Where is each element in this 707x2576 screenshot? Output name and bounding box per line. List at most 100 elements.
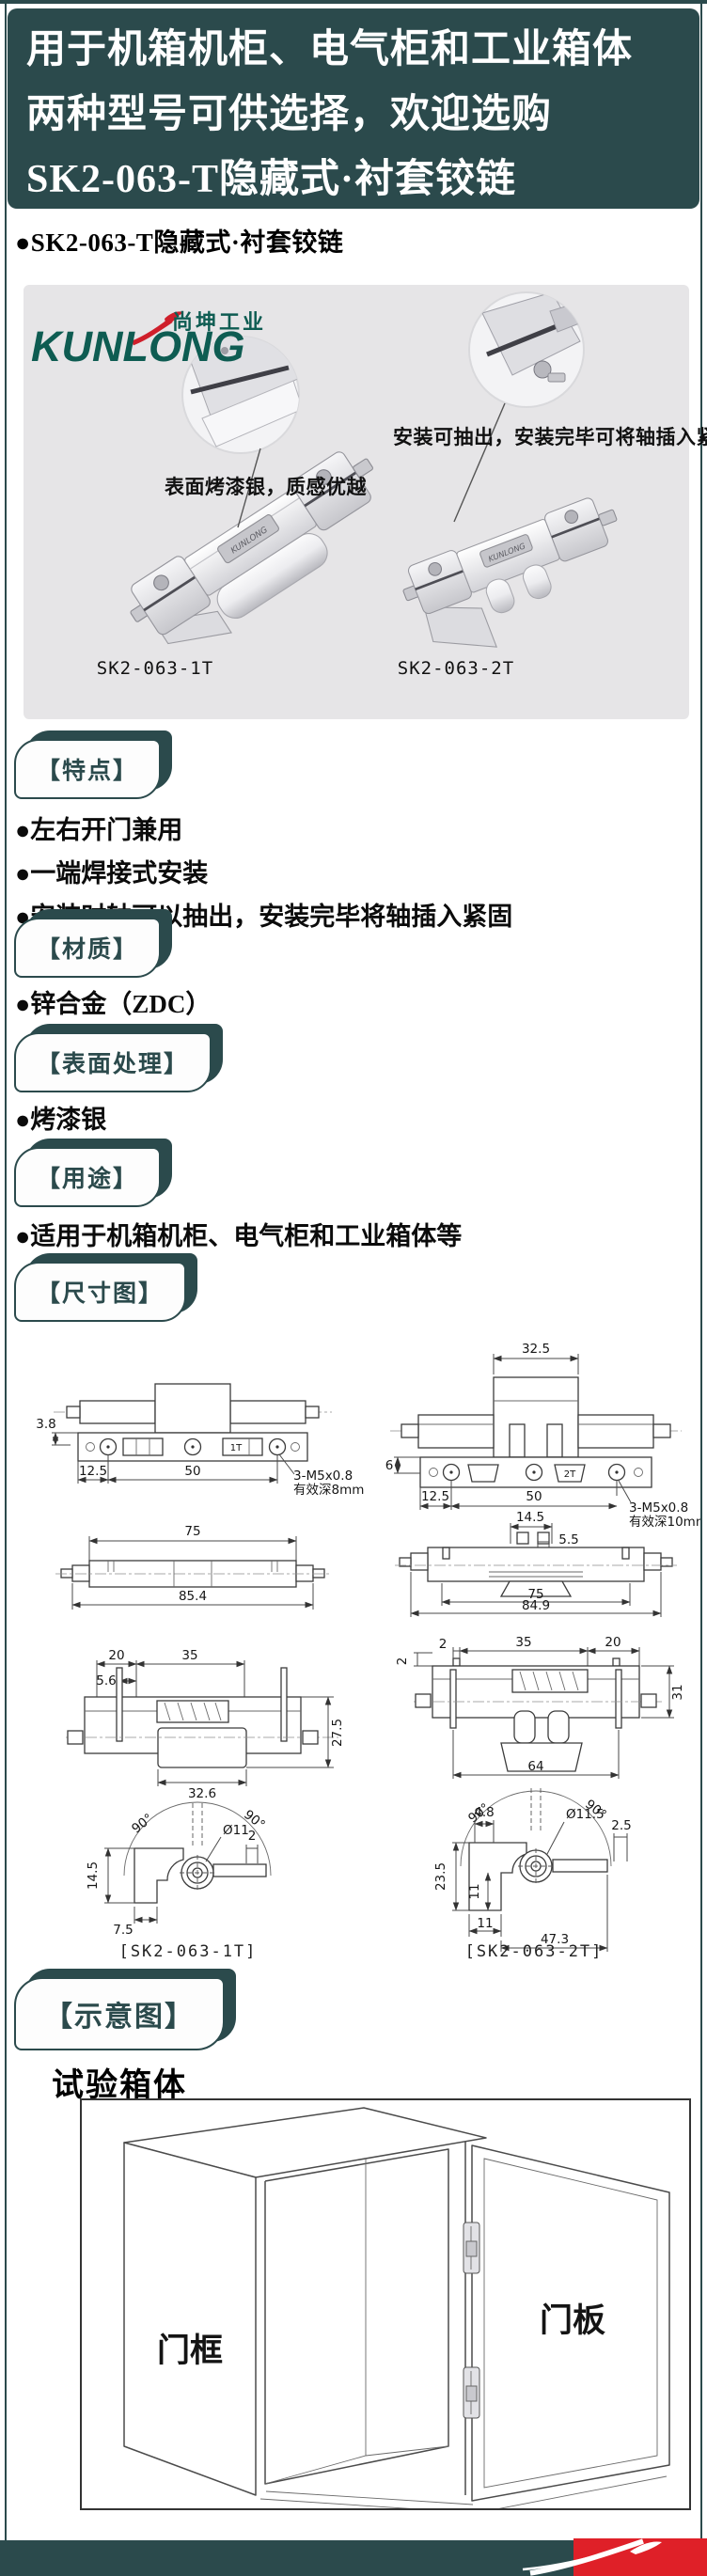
dimension-drawings: 1T 3.8 12.5 50 3-M5x0.8 有效深8mm 75 [36,1342,700,1961]
drawing-2t-side: 2 35 20 2 [395,1635,685,1779]
schematic-hinge-bottom [463,2366,480,2419]
dim-label: 32.6 [188,1786,216,1801]
dim-label: 12.5 [79,1464,107,1479]
dim-label: 31 [670,1684,685,1700]
list-item: ●左右开门兼用 [15,816,183,844]
dim-label: 6 [385,1458,394,1473]
features-list: ●左右开门兼用 ●一端焊接式安装 ●安装时轴可以抽出，安装完毕将轴插入紧固 [15,809,512,938]
dim-label: 84.9 [522,1598,550,1613]
badge-label: 【特点】 [14,739,162,799]
dim-label: 3.8 [36,1417,55,1432]
badge-label: 【材质】 [14,918,162,978]
dim-label: 35 [515,1635,531,1650]
dim-label: 50 [526,1489,542,1504]
schematic-hinge-top [463,2222,480,2274]
dim-label: 4.8 [474,1805,494,1820]
dim-label: 47.3 [541,1932,569,1947]
badge-dimensions: 【尺寸图】 [14,1253,198,1322]
list-item: ●烤漆银 [15,1106,107,1134]
drawing-1t-profile: 90° 90° Ø11 2 14.5 7.5 [SK2-063-1T] [86,1801,272,1961]
hinge-photo-2t: KUNLONG [402,497,618,648]
drawing-caption-1t: [SK2-063-1T] [119,1942,258,1961]
dim-label: 14.5 [86,1861,101,1890]
frame-label: 门框 [157,2333,223,2369]
dim-label: 12.5 [421,1489,449,1504]
drawing-2t-profile: 90° 90° 4.8 Ø11.5 2.5 23.5 11 [433,1788,632,1961]
title-banner: 用于机箱机柜、电气柜和工业箱体 两种型号可供选择，欢迎选购 SK2-063-T隐… [8,8,699,209]
badge-usage: 【用途】 [14,1139,173,1207]
dim-label: 3-M5x0.8 [293,1469,353,1484]
brand-swoosh-icon [132,311,183,346]
badge-material: 【材质】 [14,909,173,978]
usage-list: ●适用于机箱机柜、电气柜和工业箱体等 [15,1215,462,1258]
brand-logo: KUNLONG [31,322,245,370]
badge-features: 【特点】 [14,730,173,799]
surface-list: ●烤漆银 [15,1098,106,1141]
dim-label: Ø11 [223,1823,249,1838]
hinge-photo-1t: KUNLONG [130,451,373,645]
dim-label: 75 [527,1587,543,1602]
list-item: ●一端焊接式安装 [15,859,209,887]
page-border-right [700,0,702,2576]
dim-label: 14.5 [516,1510,544,1525]
dim-label: 5.5 [558,1532,578,1547]
page-border-top [0,0,707,4]
hinge-photo-illustration: KUNLONG KUNLONG [130,291,618,648]
callout-note: 安装可抽出，安装完毕可将轴插入紧固 [393,426,707,448]
dim-label: 90° [129,1811,156,1836]
magnifier-callout-right [453,291,585,523]
drawing-caption-2t: [SK2-063-2T] [465,1942,604,1961]
dim-label: 2 [395,1657,410,1666]
model-label-1t: SK2-063-1T [96,658,214,679]
drawing-1t-edge: 75 85.4 [55,1524,330,1610]
material-list: ●锌合金（ZDC） [15,982,211,1026]
badge-label: 【尺寸图】 [14,1262,187,1322]
model-label-2t: SK2-063-2T [397,658,515,679]
dim-label: 7.5 [113,1923,133,1938]
list-item: ●锌合金（ZDC） [15,990,212,1018]
schematic-title: 试验箱体 [52,2068,187,2103]
slot-tag: 2T [564,1469,576,1480]
dim-label: 20 [108,1648,124,1663]
banner-line-2: 两种型号可供选择，欢迎选购 [26,93,553,136]
surface-note: 表面烤漆银，质感优越 [165,476,367,498]
dim-label: 3-M5x0.8 [629,1500,688,1516]
dim-label: Ø11.5 [566,1807,605,1822]
banner-line-3: SK2-063-T隐藏式·衬套铰链 [26,158,517,201]
dim-label: 32.5 [522,1342,550,1357]
badge-label: 【用途】 [14,1147,162,1207]
dim-label: 27.5 [330,1719,345,1747]
footer-brand-block [522,2538,707,2576]
dim-label: 20 [605,1635,621,1650]
dim-label: 50 [184,1464,200,1479]
dim-label: 有效深10mm [629,1515,700,1530]
drawing-2t-front: 32.5 2T 6 [385,1342,700,1530]
door-label: 门板 [540,2302,605,2339]
dim-label: 5.6 [96,1673,116,1689]
banner-line-1: 用于机箱机柜、电气柜和工业箱体 [26,28,634,71]
dim-label: 11 [467,1883,482,1899]
dim-label: 85.4 [179,1589,207,1604]
dim-label: 有效深8mm [293,1483,364,1498]
page-border-left [5,0,7,2576]
dim-label: 2 [248,1829,257,1844]
dim-label: 23.5 [433,1862,448,1891]
badge-schematic: 【示意图】 [14,1969,236,2050]
cabinet-schematic: 门框 门板 [123,2107,670,2514]
badge-surface: 【表面处理】 [14,1024,224,1092]
footer-swoosh-icon [522,2538,662,2576]
badge-label: 【表面处理】 [14,1032,212,1092]
brand-tagline: 尚坤工业 [172,310,267,334]
dim-label: 2.5 [611,1818,631,1833]
drawing-2t-edge: 14.5 5.5 75 84.9 [395,1510,677,1617]
slot-tag: 1T [230,1443,243,1453]
drawing-1t-side: 20 35 5.6 27.5 32.6 [66,1648,345,1801]
list-item: ●适用于机箱机柜、电气柜和工业箱体等 [15,1222,463,1250]
schematic-box: 门框 门板 [80,2098,691,2514]
dim-label: 64 [527,1759,543,1774]
badge-label: 【示意图】 [14,1977,225,2050]
product-name-line: ●SK2-063-T隐藏式·衬套铰链 [15,228,344,257]
magnifier-callout-left [181,336,300,528]
drawing-1t-front: 1T 3.8 12.5 50 3-M5x0.8 有效深8mm [36,1383,364,1498]
